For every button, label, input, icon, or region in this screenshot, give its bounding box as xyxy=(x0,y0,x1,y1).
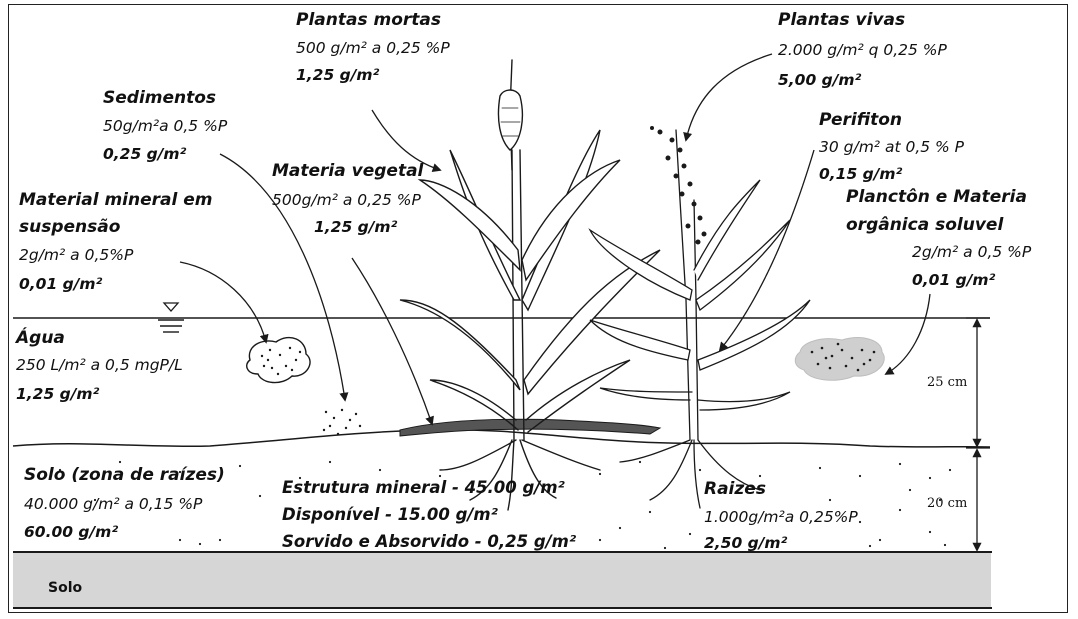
label-material-mineral-value: 2g/m² a 0,5%P xyxy=(19,248,133,264)
sediment-particles xyxy=(323,409,361,435)
arrow-plantas-vivas xyxy=(686,54,772,140)
label-perifiton-title: Perifiton xyxy=(819,112,902,129)
label-sedimentos-title: Sedimentos xyxy=(103,90,216,107)
label-raizes-value: 1.000g/m²a 0,25%P xyxy=(704,510,858,526)
label-material-mineral-title-1: Material mineral em xyxy=(19,192,213,209)
label-disponivel: Disponível - 15.00 g/m² xyxy=(282,507,498,524)
label-plancton-title-1: Planctôn e Materia xyxy=(846,189,1027,206)
label-agua-result: 1,25 g/m² xyxy=(16,387,99,403)
label-estrutura-mineral: Estrutura mineral - 45.00 g/m² xyxy=(282,480,565,497)
plankton-cloud xyxy=(795,338,884,381)
label-plancton-value: 2g/m² a 0,5 %P xyxy=(912,245,1031,261)
soil-depth-dimension xyxy=(966,448,990,550)
label-agua-value: 250 L/m² a 0,5 mgP/L xyxy=(16,358,183,374)
arrow-plancton xyxy=(886,294,930,374)
label-sedimentos-result: 0,25 g/m² xyxy=(103,147,186,163)
label-sorvido-absorvido: Sorvido e Absorvido - 0,25 g/m² xyxy=(282,534,576,551)
arrow-materia-vegetal xyxy=(352,258,432,424)
live-plant-illustration xyxy=(590,126,810,508)
label-material-mineral-result: 0,01 g/m² xyxy=(19,277,102,293)
label-solo-raizes-title: Solo (zona de raízes) xyxy=(24,467,225,484)
arrow-material-mineral xyxy=(180,262,266,342)
label-materia-vegetal-title: Materia vegetal xyxy=(272,163,423,180)
label-plantas-vivas-result: 5,00 g/m² xyxy=(778,73,861,89)
dead-plant-illustration xyxy=(400,60,660,510)
label-solo-base: Solo xyxy=(48,580,82,596)
label-plantas-vivas-title: Plantas vivas xyxy=(778,12,905,29)
label-solo-raizes-value: 40.000 g/m² a 0,15 %P xyxy=(24,497,202,513)
label-plantas-mortas-value: 500 g/m² a 0,25 %P xyxy=(296,41,450,57)
label-plantas-mortas-result: 1,25 g/m² xyxy=(296,68,379,84)
label-sedimentos-value: 50g/m²a 0,5 %P xyxy=(103,119,227,135)
label-water-depth: 25 cm xyxy=(927,376,967,389)
label-material-mineral-title-2: suspensão xyxy=(19,219,120,236)
label-soil-depth: 20 cm xyxy=(927,497,967,510)
label-plancton-result: 0,01 g/m² xyxy=(912,273,995,289)
label-perifiton-value: 30 g/m² at 0,5 % P xyxy=(819,140,964,156)
sediment-surface-line xyxy=(13,430,990,447)
suspended-mineral-blob xyxy=(247,338,310,383)
label-plancton-title-2: orgânica soluvel xyxy=(846,217,1003,234)
label-raizes-result: 2,50 g/m² xyxy=(704,536,787,552)
water-depth-dimension xyxy=(966,318,990,446)
soil-base-bar xyxy=(13,552,991,608)
label-plantas-vivas-value: 2.000 g/m² q 0,25 %P xyxy=(778,43,947,59)
label-solo-raizes-result: 60.00 g/m² xyxy=(24,525,118,541)
label-raizes-title: Raizes xyxy=(704,481,766,498)
label-perifiton-result: 0,15 g/m² xyxy=(819,167,902,183)
label-materia-vegetal-value: 500g/m² a 0,25 %P xyxy=(272,193,421,209)
label-plantas-mortas-title: Plantas mortas xyxy=(296,12,441,29)
label-agua-title: Água xyxy=(16,330,65,347)
label-materia-vegetal-result: 1,25 g/m² xyxy=(314,220,397,236)
